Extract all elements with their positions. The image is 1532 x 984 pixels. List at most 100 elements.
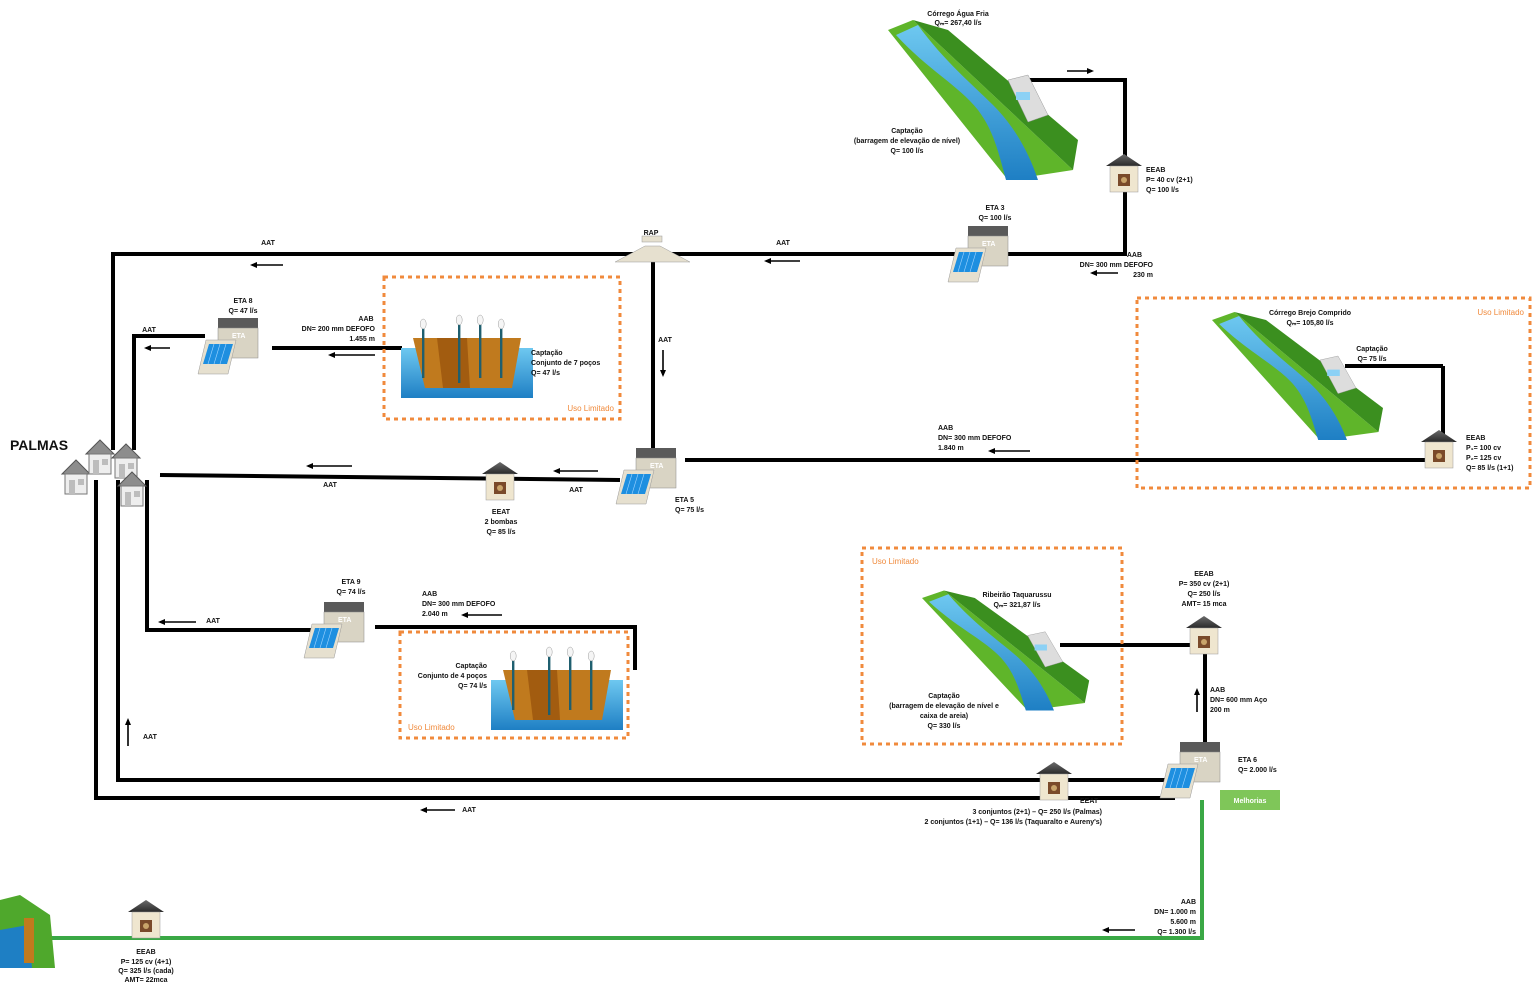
brejo-cap-q: Q= 75 l/s <box>1358 356 1387 363</box>
eeab-taq-name: EEAB <box>1194 571 1213 578</box>
eeab-taq-l1: P= 350 cv (2+1) <box>1179 581 1230 588</box>
pipe-eta6-palmas-1 <box>116 480 1175 782</box>
uso-limitado-4: Uso Limitado <box>872 557 919 566</box>
taq-flow: Qₘ= 321,87 l/s <box>994 602 1041 609</box>
pocos4-l3: Q= 74 l/s <box>458 683 487 690</box>
aab-eta8-len: 1.455 m <box>349 336 375 343</box>
aab-eta9-len: 2.040 m <box>422 611 448 618</box>
rap-reservoir-icon <box>614 235 691 263</box>
melhorias-label: Melhorias <box>1234 798 1267 805</box>
agua-fria-cap-2: (barragem de elevação de nível) <box>854 138 960 145</box>
aab-eta5-label: AAB <box>938 425 953 432</box>
pocos7-l2: Conjunto de 7 poços <box>531 360 600 367</box>
aat-label-9: AAT <box>462 807 477 814</box>
uso-limitado-box-3 <box>398 630 630 740</box>
eta5-tag: ETA <box>650 463 663 470</box>
uso-limitado-box-4 <box>860 546 1124 746</box>
eeat2-l2: 2 conjuntos (1+1) – Q= 136 l/s (Taquaral… <box>925 819 1103 826</box>
pipe-green <box>40 800 1204 940</box>
eeat2-name: EEAT <box>1080 798 1099 805</box>
arrow-aab-eta5 <box>988 448 1030 454</box>
eeat1-name: EEAT <box>492 509 511 516</box>
arrow-aab-eta9 <box>461 612 502 618</box>
arrow-aat-down <box>660 350 666 377</box>
eeab-brejo-l2: P₂= 125 cv <box>1466 455 1501 462</box>
uso-limitado-3: Uso Limitado <box>408 723 455 732</box>
aab-green-q: Q= 1.300 l/s <box>1157 929 1196 936</box>
arrow-green <box>1102 927 1135 933</box>
brejo-cap: Captação <box>1356 346 1388 353</box>
uso-limitado-box-2 <box>1135 296 1532 490</box>
eeab-brejo-l3: Q= 85 l/s (1+1) <box>1466 465 1513 472</box>
aat-label-5: AAT <box>569 487 584 494</box>
eeab1-l1: P= 40 cv (2+1) <box>1146 177 1193 184</box>
eta6-name: ETA 6 <box>1238 757 1257 764</box>
city-label: PALMAS <box>10 437 68 453</box>
eta9-name: ETA 9 <box>341 579 360 586</box>
pipe-eta8-palmas <box>132 334 205 450</box>
aab-eta5-len: 1.840 m <box>938 445 964 452</box>
pocos4-l1: Captação <box>455 663 487 670</box>
agua-fria-cap-1: Captação <box>891 128 923 135</box>
eta5-q: Q= 75 l/s <box>675 507 704 514</box>
uso-limitado-box-1 <box>382 275 622 421</box>
eeat1-l1: 2 bombas <box>485 519 518 526</box>
eeab1-icon <box>1105 153 1143 193</box>
eeat1-icon <box>481 461 519 501</box>
brejo-title: Córrego Brejo Comprido <box>1269 310 1351 317</box>
pipe-aguafria-eeab <box>1027 78 1127 250</box>
eeab-brejo-icon <box>1420 429 1458 469</box>
aab-eta5-dn: DN= 300 mm DEFOFO <box>938 435 1012 442</box>
aat-label-6: AAT <box>323 482 338 489</box>
melhorias-badge <box>1220 790 1280 810</box>
eeab-green-l3: AMT= 22mca <box>125 977 168 984</box>
eta8-icon <box>197 317 259 375</box>
river-agua-fria-icon <box>887 19 1079 181</box>
arrow-aat7 <box>125 718 131 746</box>
eeab-taq-l2: Q= 250 l/s <box>1188 591 1221 598</box>
eeab1-name: EEAB <box>1146 167 1165 174</box>
pocos4-l2: Conjunto de 4 poços <box>418 673 487 680</box>
eeat1-l2: Q= 85 l/s <box>487 529 516 536</box>
arrow-top <box>1067 68 1094 74</box>
wells-4-icon <box>490 646 624 731</box>
aat-label-2: AAT <box>776 240 791 247</box>
aab-eta8-dn: DN= 200 mm DEFOFO <box>302 326 376 333</box>
eeat2-icon <box>1035 761 1073 801</box>
arrow-aat1 <box>250 262 283 268</box>
eeab-green-icon <box>127 899 165 939</box>
arrow-aat8 <box>420 807 455 813</box>
agua-fria-title: Córrego Água Fria <box>927 9 989 18</box>
pipe-eta5-palmas <box>159 473 621 482</box>
eta6-icon <box>1159 741 1221 799</box>
eeab-taq-l3: AMT= 15 mca <box>1182 601 1227 608</box>
aab-eta6-label: AAB <box>1210 687 1225 694</box>
pipe-eta9-palmas <box>145 480 320 632</box>
eeab-taq-icon <box>1185 615 1223 655</box>
brejo-flow: Qₘ= 105,80 l/s <box>1287 320 1334 327</box>
aat-label-3: AAT <box>658 337 673 344</box>
eta9-tag: ETA <box>338 617 351 624</box>
pipe-pocos4-eta9 <box>375 625 637 670</box>
aab-eta9-dn: DN= 300 mm DEFOFO <box>422 601 496 608</box>
eta3-tag: ETA <box>982 241 995 248</box>
uso-limitado-2: Uso Limitado <box>1477 308 1524 317</box>
eeab-brejo-l1: P₁= 100 cv <box>1466 445 1501 452</box>
rap-label: RAP <box>644 230 659 237</box>
arrow-aab-eta3 <box>1090 270 1118 276</box>
pocos7-l1: Captação <box>531 350 563 357</box>
arrow-aat5 <box>553 468 598 474</box>
aab-green-label: AAB <box>1181 899 1196 906</box>
eta5-icon <box>615 447 677 505</box>
agua-fria-cap-3: Q= 100 l/s <box>891 148 924 155</box>
taq-cap-3: caixa de areia) <box>920 713 968 720</box>
eeab-green-l1: P= 125 cv (4+1) <box>121 959 172 966</box>
arrow-aat2 <box>764 258 800 264</box>
eta8-q: Q= 47 l/s <box>229 308 258 315</box>
taq-title: Ribeirão Taquarussu <box>982 592 1051 599</box>
eeab1-l2: Q= 100 l/s <box>1146 187 1179 194</box>
aab-green-len: 5.600 m <box>1170 919 1196 926</box>
aab-eta3-label: AAB <box>1127 252 1142 259</box>
aab-eta6-len: 200 m <box>1210 707 1230 714</box>
